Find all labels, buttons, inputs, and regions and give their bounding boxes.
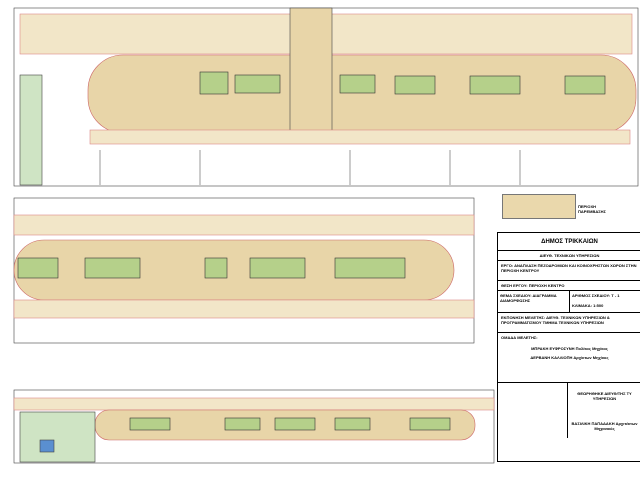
study: ΕΚΠΟΝΗΣΗ ΜΕΛΕΤΗΣ: ΔΙΕΥΘ. ΤΕΧΝΙΚΩΝ ΥΠΗΡΕΣ… [498,313,640,333]
team: ΟΜΑΔΑ ΜΕΛΕΤΗΣ: [501,335,538,340]
scale: ΚΛΙΜΑΚΑ: 1:500 [572,303,604,308]
plan-panel-2 [13,197,475,344]
title-block: ΔΗΜΟΣ ΤΡΙΚΚΑΙΩΝ ΔΙΕΥΘ. ΤΕΧΝΙΚΩΝ ΥΠΗΡΕΣΙΩ… [497,232,640,462]
legend-swatch [502,194,576,219]
subject: ΘΕΜΑ ΣΧΕΔΙΟΥ: ΔΙΑΓΡΑΜΜΑ ΔΙΑΜΟΡΦΩΣΗΣ [498,291,570,312]
department: ΔΙΕΥΘ. ΤΕΧΝΙΚΩΝ ΥΠΗΡΕΣΙΩΝ [498,251,640,261]
location: ΘΕΣΗ ΕΡΓΟΥ: ΠΕΡΙΟΧΗ ΚΕΝΤΡΟ [498,281,640,291]
project-label: ΕΡΓΟ: [501,263,514,268]
member-2: ΔΕΡΒΑΝΗ ΚΑΛΛΙΟΠΗ Αρχ/κτων Μηχ/κος [530,355,609,360]
approved: ΘΕΩΡΗΘΗΚΕ ΔΙΕΥΘ/ΤΗΣ ΤΥ ΥΠΗΡΕΣΙΩΝ [577,391,632,401]
plan-panel-1 [13,7,639,187]
plan-panel-3 [13,389,495,464]
project: ΑΝΑΠΛΑΣΗ ΠΕΖΟΔΡΟΜΙΩΝ ΚΑΙ ΚΟΙΝΟΧΡΗΣΤΩΝ ΧΩ… [501,263,637,273]
authority: ΔΗΜΟΣ ΤΡΙΚΚΑΙΩΝ [498,233,640,251]
legend-label: ΠΕΡΙΟΧΗ ΠΑΡΕΜΒΑΣΗΣ [578,204,606,214]
member-1: ΜΠΡΑΚΗ ΕΥΦΡΟΣΥΝΗ Πολ/κος Μηχ/κος [531,346,608,351]
drawing-number: ΑΡΙΘΜΟΣ ΣΧΕΔΙΟΥ: Τ - 1 [572,293,620,298]
director: ΒΑΣΙΛΙΚΗ ΠΑΠΑΔΑΚΗ Αρχιτέκτων Μηχανικός [571,421,638,431]
